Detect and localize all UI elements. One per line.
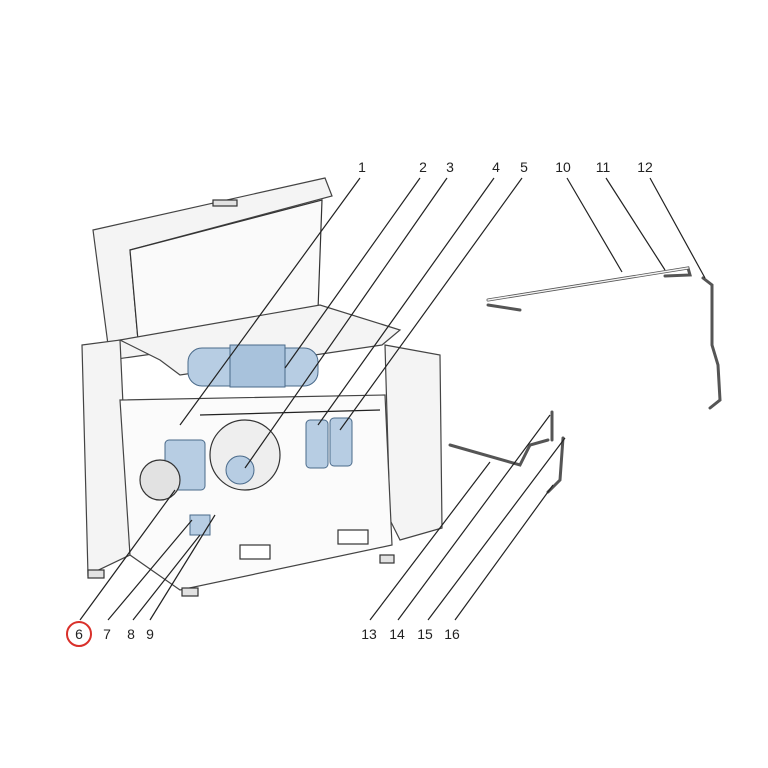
callout-13[interactable]: 13 bbox=[361, 626, 377, 642]
callout-16[interactable]: 16 bbox=[444, 626, 460, 642]
highlight-circle bbox=[66, 621, 92, 647]
callout-11[interactable]: 11 bbox=[596, 159, 611, 175]
leader-lines bbox=[79, 177, 706, 621]
callout-14[interactable]: 14 bbox=[389, 626, 405, 642]
callout-6[interactable]: 6 bbox=[75, 626, 83, 642]
pipe-10-11 bbox=[486, 266, 692, 312]
callout-15[interactable]: 15 bbox=[417, 626, 433, 642]
callout-12[interactable]: 12 bbox=[637, 159, 653, 175]
callout-8[interactable]: 8 bbox=[127, 626, 135, 642]
foot-1 bbox=[87, 569, 105, 579]
callout-4[interactable]: 4 bbox=[492, 159, 500, 175]
pipes-13-16 bbox=[448, 410, 565, 494]
vent-1 bbox=[239, 544, 271, 560]
pipe-12 bbox=[701, 276, 722, 410]
callout-5[interactable]: 5 bbox=[520, 159, 528, 175]
motor bbox=[225, 455, 255, 485]
right-panel bbox=[384, 344, 443, 541]
vent-2 bbox=[337, 529, 369, 545]
callout-3[interactable]: 3 bbox=[446, 159, 454, 175]
pump-head bbox=[139, 459, 181, 501]
callout-1[interactable]: 1 bbox=[358, 159, 366, 175]
callout-7[interactable]: 7 bbox=[103, 626, 111, 642]
filter-1 bbox=[305, 419, 329, 469]
left-panel bbox=[81, 339, 131, 576]
callout-10[interactable]: 10 bbox=[555, 159, 571, 175]
foot-3 bbox=[379, 554, 395, 564]
callout-9[interactable]: 9 bbox=[146, 626, 154, 642]
lid-handle bbox=[212, 199, 238, 207]
callout-2[interactable]: 2 bbox=[419, 159, 427, 175]
pipe-highlight bbox=[487, 267, 689, 301]
upper-block bbox=[229, 344, 286, 388]
shelf bbox=[199, 409, 381, 416]
filter-2 bbox=[329, 417, 353, 467]
foot-2 bbox=[181, 587, 199, 597]
valve bbox=[189, 514, 211, 536]
